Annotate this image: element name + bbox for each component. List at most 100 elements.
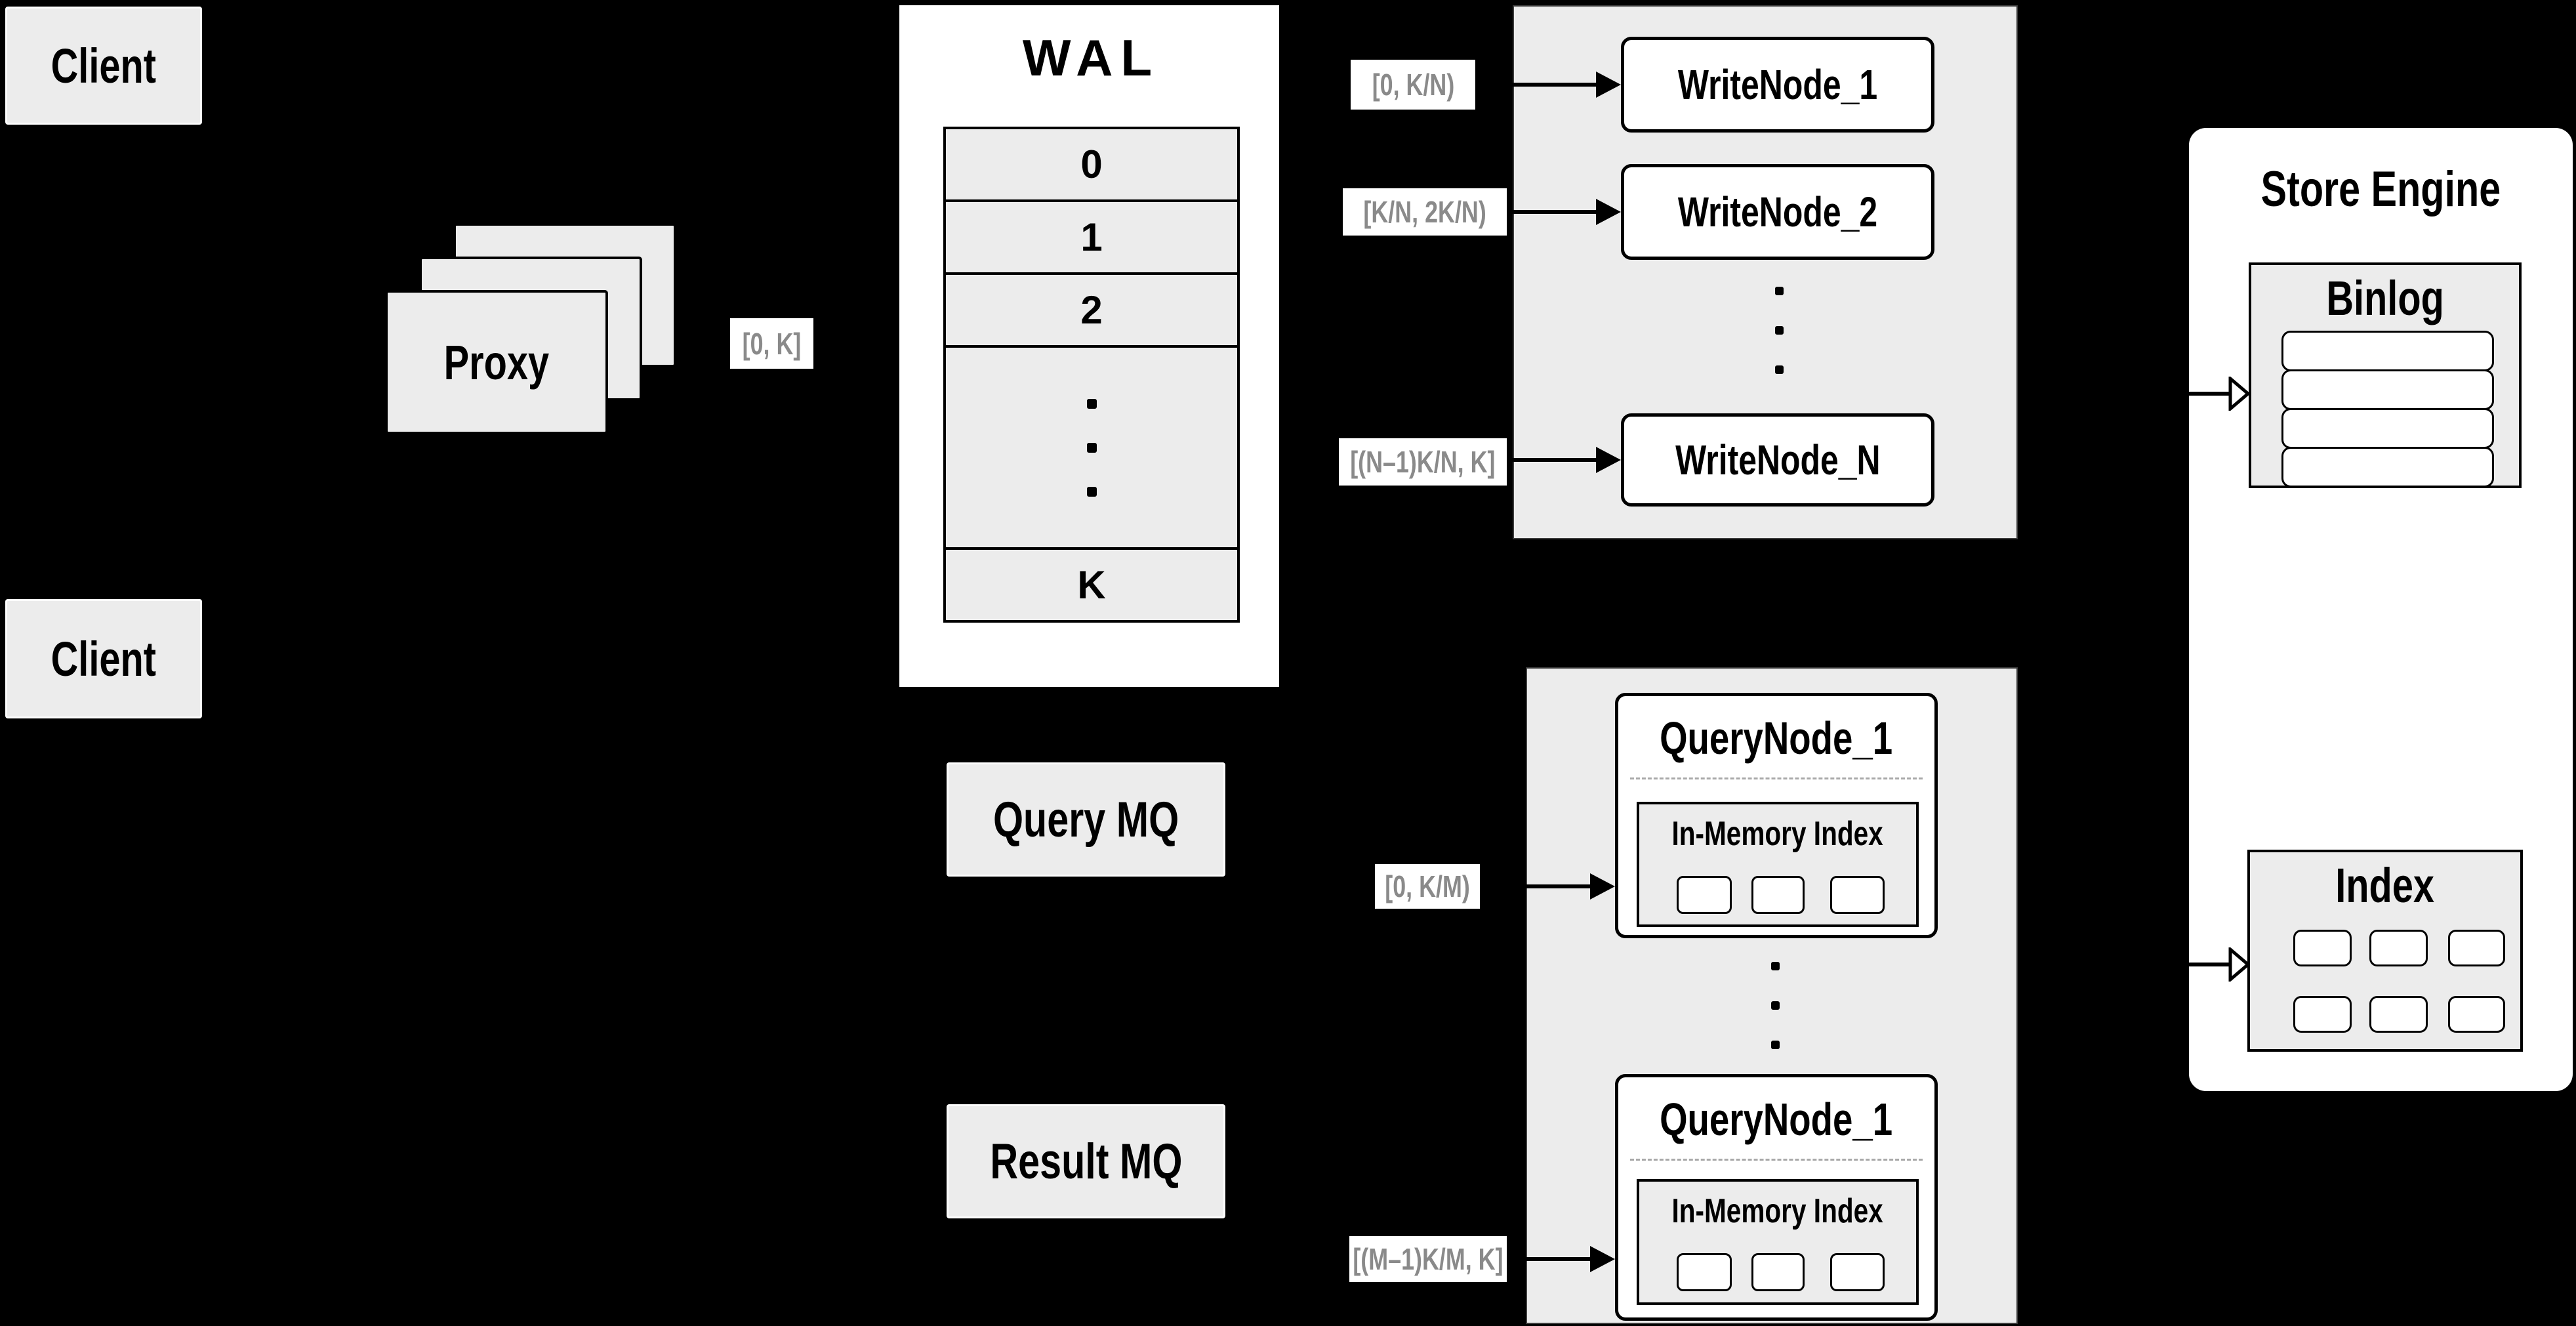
client-bottom-label: Client [51, 631, 157, 686]
range-label-proxy-text: [0, K] [742, 326, 802, 361]
client-box-bottom: Client [5, 599, 202, 718]
client-top-label: Client [51, 38, 157, 93]
client-box-top: Client [5, 7, 202, 125]
range-label-write-n-text: [(N–1)K/N, K] [1350, 445, 1496, 479]
index-cell [2293, 996, 2352, 1033]
binlog-title-wrap: Binlog [2251, 270, 2519, 325]
wal-ellipsis-dots [1086, 398, 1097, 497]
in-memory-index-top-title: In-Memory Index [1671, 815, 1884, 853]
index-cell [2369, 996, 2428, 1033]
query-mq-box: Query MQ [947, 762, 1225, 877]
query-node-bottom-title-wrap: QueryNode_1 [1618, 1089, 1934, 1150]
query-node-bottom-title: QueryNode_1 [1660, 1094, 1893, 1145]
wal-box: WAL 0 1 2 K [897, 3, 1281, 689]
in-memory-index-bottom-box: In-Memory Index [1637, 1179, 1919, 1305]
wal-title: WAL [1022, 28, 1160, 87]
wal-row-ellipsis [943, 345, 1240, 550]
range-label-write-1-text: [0, K/N) [1372, 68, 1454, 102]
dot [1771, 1041, 1780, 1049]
query-node-top-title: QueryNode_1 [1660, 713, 1893, 764]
index-title-wrap: Index [2250, 858, 2520, 913]
query-mq-label: Query MQ [992, 791, 1179, 848]
open-arrow-right-icon [2138, 947, 2250, 982]
index-title: Index [2335, 858, 2435, 913]
query-node-ellipsis-dots [1771, 962, 1780, 1049]
wal-row-k: K [943, 547, 1240, 623]
dot [1086, 486, 1097, 497]
dot [1086, 442, 1097, 453]
dashed-separator [1630, 1159, 1923, 1161]
index-cell [2448, 930, 2505, 966]
write-node-n-box: WriteNode_N [1621, 413, 1934, 507]
arrow-right-icon [1590, 1246, 1615, 1272]
arrow-query-n-shaft [1509, 1257, 1591, 1261]
range-label-query-1: [0, K/M) [1375, 864, 1480, 909]
store-engine-box: Store Engine Binlog Index [2189, 128, 2573, 1091]
arrow-write-2-shaft [1509, 210, 1598, 214]
arrow-right-icon [1596, 447, 1621, 473]
in-memory-index-top-box: In-Memory Index [1637, 802, 1919, 927]
result-mq-label: Result MQ [989, 1133, 1183, 1190]
index-box: Index [2247, 850, 2523, 1052]
range-label-write-2-text: [K/N, 2K/N) [1363, 195, 1486, 229]
binlog-row [2281, 369, 2494, 410]
write-node-2-box: WriteNode_2 [1621, 164, 1934, 260]
range-label-query-1-text: [0, K/M) [1385, 869, 1470, 903]
segment-cell [1830, 1253, 1885, 1291]
dot [1775, 326, 1784, 335]
arrow-right-icon [1596, 199, 1621, 225]
arrow-query-1-shaft [1481, 884, 1591, 888]
store-engine-title-wrap: Store Engine [2189, 157, 2573, 220]
wal-row-0-label: 0 [1080, 142, 1103, 186]
wal-row-1-label: 1 [1080, 215, 1103, 259]
write-node-1-label: WriteNode_1 [1677, 61, 1878, 108]
range-label-write-n: [(N–1)K/N, K] [1339, 438, 1507, 486]
binlog-title: Binlog [2326, 270, 2444, 325]
index-cell [2448, 996, 2505, 1033]
dot [1775, 287, 1784, 295]
proxy-card-front: Proxy [385, 290, 608, 434]
wal-row-2-label: 2 [1080, 288, 1103, 332]
wal-title-wrap: WAL [899, 22, 1283, 94]
query-node-top-title-wrap: QueryNode_1 [1618, 708, 1934, 768]
dot [1771, 962, 1780, 970]
proxy-label: Proxy [443, 335, 550, 390]
wal-row-k-label: K [1077, 563, 1106, 607]
write-node-n-label: WriteNode_N [1675, 436, 1881, 484]
segment-cell [1677, 876, 1732, 914]
binlog-row [2281, 408, 2494, 449]
binlog-row [2281, 331, 2494, 371]
segment-cell [1751, 1253, 1805, 1291]
in-memory-index-bottom-title: In-Memory Index [1671, 1192, 1884, 1230]
open-arrow-right-icon [2138, 377, 2250, 411]
wal-row-2: 2 [943, 272, 1240, 348]
write-node-ellipsis-dots [1775, 287, 1784, 374]
in-memory-index-bottom-title-wrap: In-Memory Index [1639, 1188, 1916, 1234]
store-engine-title: Store Engine [2260, 161, 2501, 217]
arrow-write-n-shaft [1509, 458, 1598, 462]
dot [1086, 398, 1097, 409]
wal-row-0: 0 [943, 127, 1240, 202]
range-label-proxy: [0, K] [730, 318, 813, 369]
index-cell [2369, 930, 2428, 966]
in-memory-index-top-title-wrap: In-Memory Index [1639, 811, 1916, 857]
arrow-right-icon [1590, 873, 1615, 900]
range-label-query-n-text: [(M–1)K/M, K] [1353, 1242, 1503, 1276]
wal-row-1: 1 [943, 199, 1240, 275]
segment-cell [1751, 876, 1805, 914]
query-node-top-box: QueryNode_1 In-Memory Index [1615, 693, 1938, 938]
query-node-bottom-box: QueryNode_1 In-Memory Index [1615, 1074, 1938, 1321]
segment-cell [1830, 876, 1885, 914]
dashed-separator [1630, 777, 1923, 779]
arrow-right-icon [1596, 72, 1621, 98]
binlog-box: Binlog [2249, 262, 2522, 488]
range-label-write-2: [K/N, 2K/N) [1343, 188, 1507, 236]
write-node-1-box: WriteNode_1 [1621, 37, 1934, 133]
result-mq-box: Result MQ [947, 1104, 1225, 1218]
segment-cell [1677, 1253, 1732, 1291]
range-label-query-n: [(M–1)K/M, K] [1349, 1236, 1507, 1282]
index-cell [2293, 930, 2352, 966]
dot [1775, 365, 1784, 374]
range-label-write-1: [0, K/N) [1351, 60, 1475, 110]
